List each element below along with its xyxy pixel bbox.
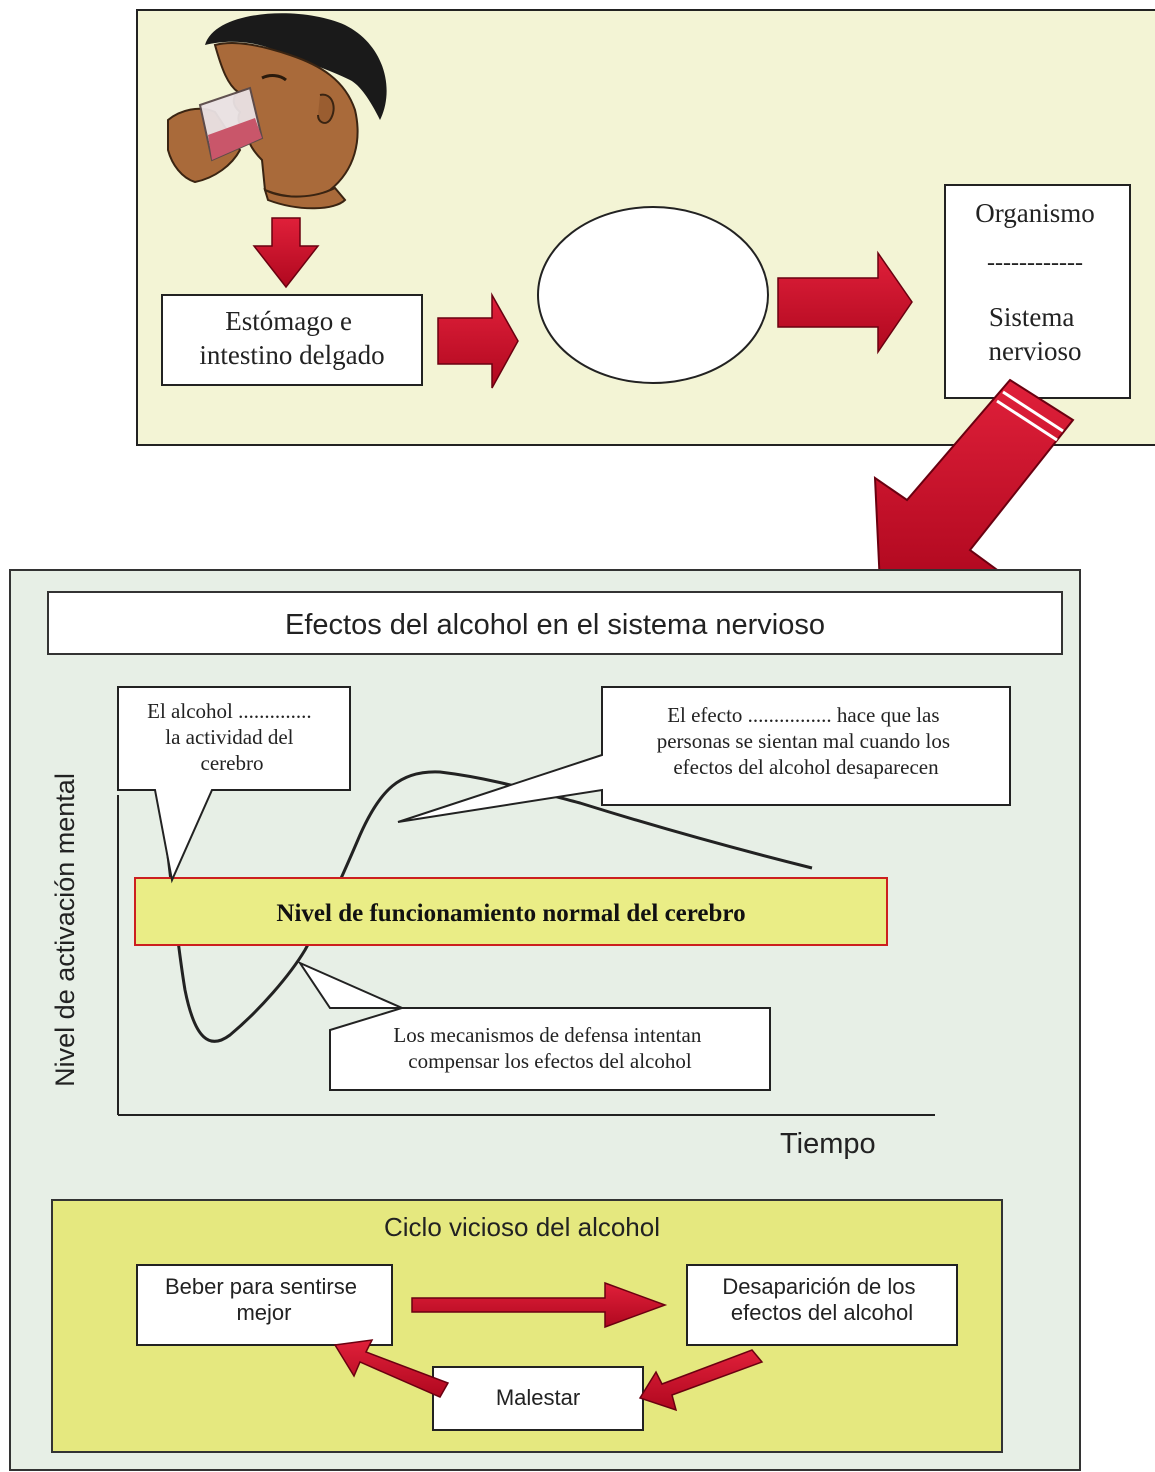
blank-circle [537,206,769,384]
svg-text:Beber para sentirse mejor: Beber para sentirse mejor [165,1274,363,1325]
effects-disappear-box [686,1264,958,1346]
nervous-system-line-2: nervioso [989,336,1082,366]
callout-alcohol-line-2: la actividad del [165,725,293,749]
activation-curve [158,770,813,1043]
drink-to-feel-better-box [136,1264,393,1346]
stomach-box-line-2: intestino delgado [199,340,384,370]
disappear-box-line-2: efectos del alcohol [731,1300,913,1325]
arrow-stomach-to-blood [437,292,519,389]
arrow-drink-to-disappear [411,1281,668,1329]
malaise-box [432,1366,644,1431]
callout-defense-line-2: compensar los efectos del alcohol [408,1049,692,1073]
x-axis-label: Tiempo [780,1128,876,1160]
callout-effect-line-3: efectos del alcohol desaparecen [673,755,939,779]
svg-text:Los mecanismos de defensa inte: Los mecanismos de defensa intentan compe… [393,1023,706,1073]
svg-text:Estómago e intestino delga: Estómago e intestino delgado [199,306,384,370]
disappear-box-line-1: Desaparición de los [722,1274,915,1299]
callout-alcohol: El alcohol .............. la actividad d… [117,686,351,884]
callout-defense: Los mecanismos de defensa intentan compe… [297,960,771,1091]
svg-text:Sistema nervioso: Sistema nervioso [989,302,1082,366]
cycle-title: Ciclo vicioso del alcohol [384,1212,660,1242]
normal-level-band [134,877,888,946]
down-arrow [252,217,320,289]
drink-box-line-2: mejor [236,1300,291,1325]
callout-alcohol-line-1: El alcohol .............. [147,699,311,723]
drink-box-line-1: Beber para sentirse [165,1274,357,1299]
callout-effect-line-1: El efecto ................ hace que las [667,703,939,727]
callout-alcohol-line-3: cerebro [201,751,264,775]
normal-level-label: Nivel de funcionamiento normal del cereb… [276,900,745,927]
callout-effect: El efecto ................ hace que las … [397,686,1011,823]
arrow-disappear-to-malaise [638,1349,764,1412]
organism-label: Organismo [975,198,1095,228]
callout-defense-line-1: Los mecanismos de defensa intentan [393,1023,701,1047]
effects-title-box [47,591,1063,655]
organism-divider: ------------ [987,250,1083,276]
callout-effect-line-2: personas se sientan mal cuando los [657,729,950,753]
stomach-intestine-box [161,294,423,386]
y-axis-label: Nivel de activación mental [50,773,80,1087]
organism-box [944,184,1131,399]
arrow-blood-to-organism [777,250,913,355]
stomach-box-line-1: Estómago e [225,306,352,336]
effects-title: Efectos del alcohol en el sistema nervio… [285,609,825,641]
drinking-man-illustration [167,13,387,210]
arrow-malaise-to-drink [333,1339,450,1398]
svg-text:El efecto ................ hac: El efecto ................ hace que las … [657,703,956,779]
malaise-label: Malestar [496,1385,580,1410]
nervous-system-line-1: Sistema [989,302,1075,332]
svg-text:Desaparición de los efecto: Desaparición de los efectos del alcohol [722,1274,921,1325]
svg-text:El alcohol ..............: El alcohol .............. la actividad d… [147,699,317,775]
